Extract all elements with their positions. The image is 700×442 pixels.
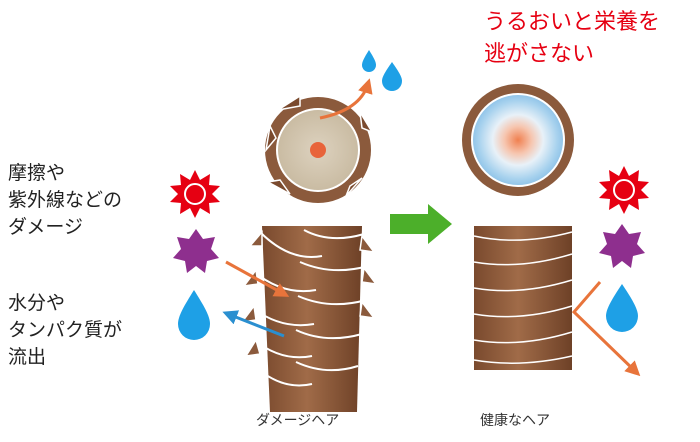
- water-drop-icon: [382, 62, 402, 91]
- escape-arrow: [319, 78, 373, 120]
- damaged-cross-section: [264, 94, 374, 203]
- loss-label-line-2: タンパク質が: [8, 319, 123, 341]
- sun-icon: [170, 170, 220, 218]
- headline-line-1: うるおいと栄養を: [484, 10, 661, 35]
- water-drop-icon: [362, 50, 376, 72]
- loss-label-line-1: 水分や: [8, 292, 66, 314]
- escaping-water-drops: [362, 50, 402, 91]
- caption-damaged-hair: ダメージヘア: [256, 413, 340, 429]
- water-drop-icon: [178, 290, 210, 340]
- damaged-hair-shaft: [240, 226, 378, 412]
- headline-line-2: 逃がさない: [484, 42, 595, 67]
- healthy-hair-shaft: [473, 226, 573, 370]
- damage-label-line-3: ダメージ: [8, 216, 84, 238]
- deflect-arrow: [571, 281, 641, 377]
- loss-label-line-3: 流出: [8, 346, 47, 368]
- purple-star-icon: [173, 229, 219, 273]
- damage-label-line-2: 紫外線などの: [8, 189, 123, 211]
- damage-arrow: [225, 260, 290, 297]
- healthy-cross-section: [462, 74, 574, 198]
- damage-label-line-1: 摩擦や: [8, 162, 66, 184]
- outflow-arrow: [222, 310, 285, 338]
- caption-healthy-hair: 健康なヘア: [480, 413, 550, 429]
- purple-star-icon: [599, 224, 645, 268]
- transition-arrow: [390, 204, 452, 244]
- water-drop-icon: [606, 284, 638, 332]
- sun-icon: [599, 166, 649, 214]
